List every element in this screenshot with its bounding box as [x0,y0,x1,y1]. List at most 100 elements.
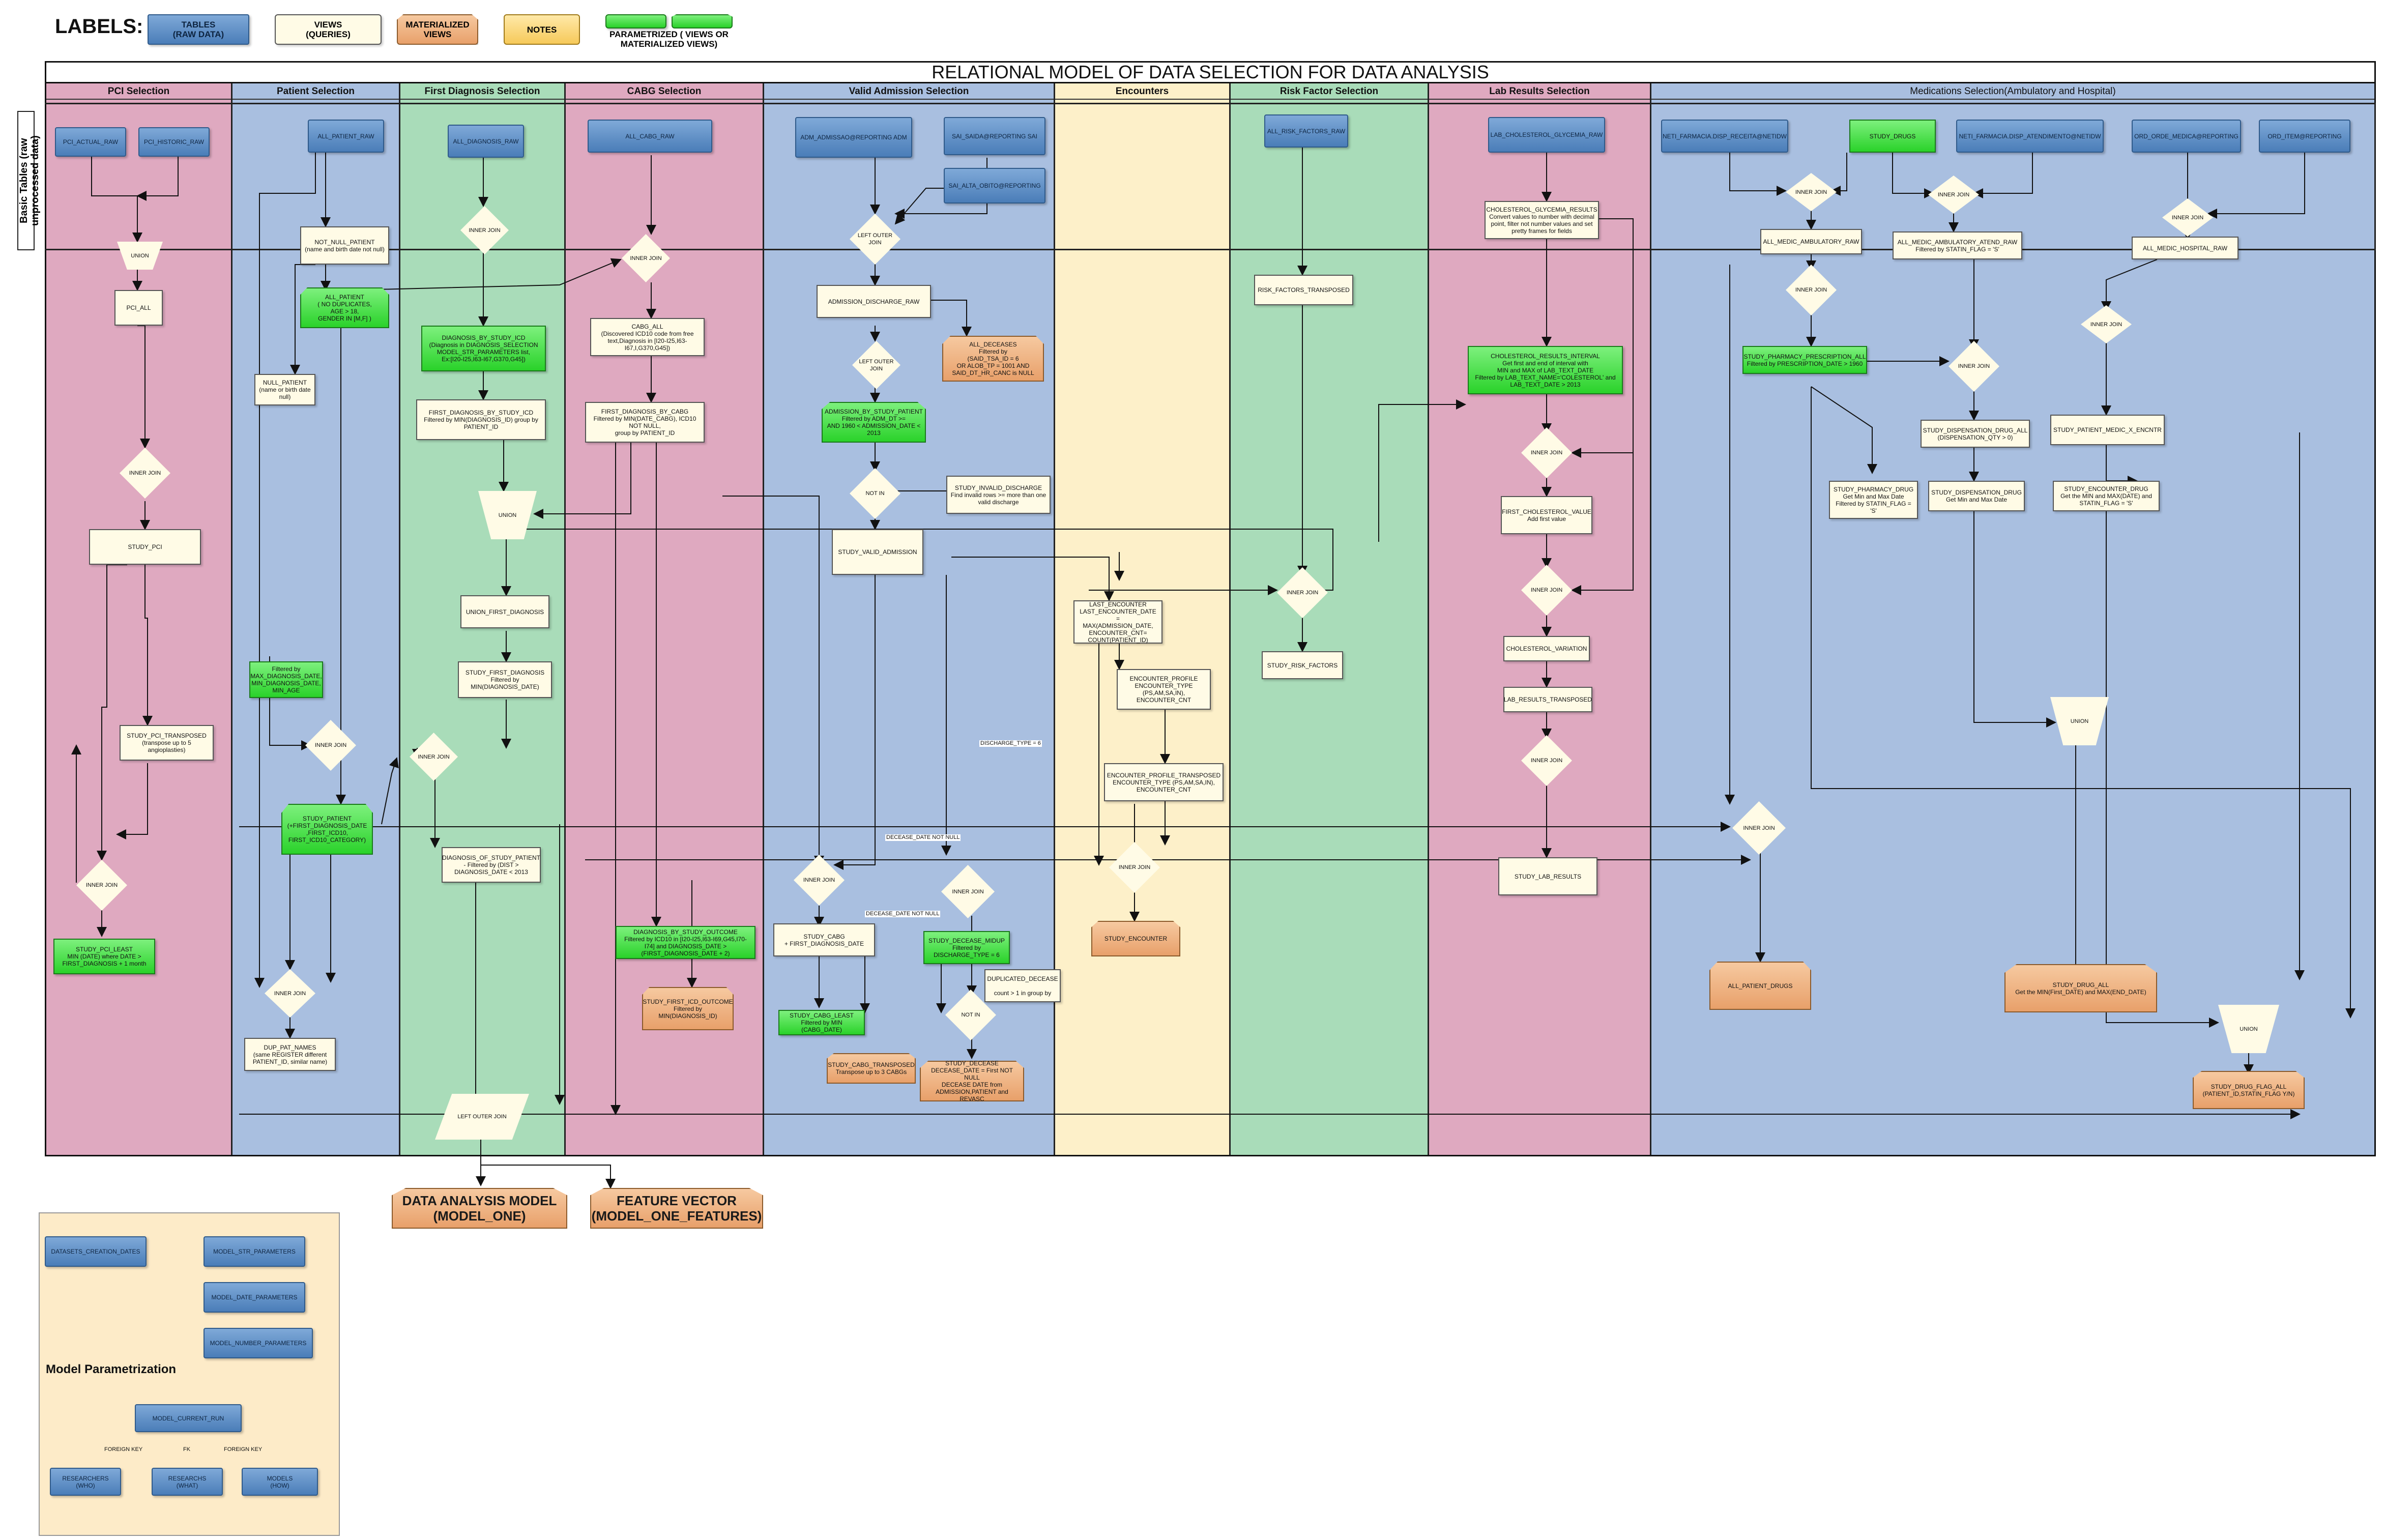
lane-admission-title: Valid Admission Selection [764,83,1054,100]
legend-views: VIEWS (QUERIES) [275,14,382,45]
basic-tables-band [45,103,2376,250]
encounter-profile-view[interactable]: ENCOUNTER_PROFILE ENCOUNTER_TYPE (PS,AM,… [1117,669,1211,710]
legend-parametrized-label: PARAMETRIZED ( VIEWS OR MATERIALIZED VIE… [609,30,729,49]
diagram-title: RELATIONAL MODEL OF DATA SELECTION FOR D… [45,61,2376,83]
all-medic-hospital-raw-view[interactable]: ALL_MEDIC_HOSPITAL_RAW [2132,237,2238,259]
all-medic-ambulatory-atend-raw-view[interactable]: ALL_MEDIC_AMBULATORY_ATEND_RAW Filtered … [1893,231,2022,259]
adm-admissao-table[interactable]: ADM_ADMISSAO@REPORTING ADM [795,117,912,158]
lane-encounters-title: Encounters [1055,83,1229,100]
cabg-all-view[interactable]: CABG_ALL (Discovered ICD10 code from fre… [590,318,705,356]
study-first-diagnosis-view[interactable]: STUDY_FIRST_DIAGNOSIS Filtered by MIN(DI… [458,661,552,698]
null-patient-view[interactable]: NULL_PATIENT (name or birth date null) [254,374,315,405]
study-cabg-least-view[interactable]: STUDY_CABG_LEAST Filtered by MIN (CABG_D… [778,1010,865,1035]
sai-alta-obito-table[interactable]: SAI_ALTA_OBITO@REPORTING [944,168,1045,204]
legend-parametrized-matview-swatch [672,14,733,28]
study-lab-results-view[interactable]: STUDY_LAB_RESULTS [1498,857,1597,895]
all-medic-ambulatory-raw-view[interactable]: ALL_MEDIC_AMBULATORY_RAW [1760,229,1862,254]
cholesterol-results-interval-view[interactable]: CHOLESTEROL_RESULTS_INTERVAL Get first a… [1468,346,1623,394]
all-diagnosis-raw-table[interactable]: ALL_DIAGNOSIS_RAW [448,125,524,158]
encounter-profile-transposed-view[interactable]: ENCOUNTER_PROFILE_TRANSPOSED ENCOUNTER_T… [1104,763,1224,801]
study-pci-view[interactable]: STUDY_PCI [89,529,201,565]
foreign-key-label-1: FOREIGN KEY [104,1446,143,1452]
data-analysis-model-output[interactable]: DATA ANALYSIS MODEL (MODEL_ONE) [392,1188,567,1229]
duplicated-decease-view[interactable]: DUPLICATED_DECEASE count > 1 in group by [984,969,1061,1002]
first-cholesterol-value-view[interactable]: FIRST_CHOLESTEROL_VALUE Add first value [1501,496,1592,534]
admission-discharge-raw-view[interactable]: ADMISSION_DISCHARGE_RAW [817,285,931,318]
models-table[interactable]: MODELS (HOW) [242,1468,318,1496]
pci-historic-raw-table[interactable]: PCI_HISTORIC_RAW [138,127,210,157]
all-cabg-raw-table[interactable]: ALL_CABG_RAW [588,120,712,153]
lane-pci-title: PCI Selection [46,83,231,100]
study-patient-matview[interactable]: STUDY_PATIENT (+FIRST_DIAGNOSIS_DATE ,FI… [281,804,373,855]
main-frame [45,61,2376,1156]
model-date-parameters-table[interactable]: MODEL_DATE_PARAMETERS [203,1282,305,1313]
all-deceases-matview[interactable]: ALL_DECEASES Filtered by (SAID_TSA_ID = … [942,336,1044,382]
study-drug-all-matview[interactable]: STUDY_DRUG_ALL Get the MIN(First_DATE) a… [2004,964,2157,1012]
study-decease-midup-view[interactable]: STUDY_DECEASE_MIDUP Filtered by DISCHARG… [923,931,1010,964]
researchers-table[interactable]: RESEARCHERS (WHO) [50,1468,121,1496]
model-current-run-table[interactable]: MODEL_CURRENT_RUN [135,1404,242,1432]
lane-diagnosis-title: First Diagnosis Selection [400,83,564,100]
all-patient-raw-table[interactable]: ALL_PATIENT_RAW [308,120,384,153]
study-drugs-table[interactable]: STUDY_DRUGS [1849,120,1936,153]
left-outer-join-final-op[interactable]: LEFT OUTER JOIN [435,1094,529,1140]
study-pharmacy-prescription-all-view[interactable]: STUDY_PHARMACY_PRESCRIPTION_ALL Filtered… [1742,346,1867,374]
study-pharmacy-drug-view[interactable]: STUDY_PHARMACY_DRUG Get Min and Max Date… [1829,481,1918,519]
pci-actual-raw-table[interactable]: PCI_ACTUAL_RAW [55,127,126,157]
diagnosis-by-study-outcome-view[interactable]: DIAGNOSIS_BY_STUDY_OUTCOME Filtered by I… [616,926,755,959]
study-dispensation-drug-all-view[interactable]: STUDY_DISPENSATION_DRUG_ALL (DISPENSATIO… [1921,420,2030,448]
model-str-parameters-table[interactable]: MODEL_STR_PARAMETERS [203,1236,305,1267]
feature-vector-output[interactable]: FEATURE VECTOR (MODEL_ONE_FEATURES) [590,1188,763,1229]
lane-lab-title: Lab Results Selection [1429,83,1650,100]
legend-notes: NOTES [504,14,580,45]
model-number-parameters-table[interactable]: MODEL_NUMBER_PARAMETERS [203,1328,313,1358]
legend-tables: TABLES (RAW DATA) [148,14,249,45]
first-diagnosis-by-study-icd-view[interactable]: FIRST_DIAGNOSIS_BY_STUDY_ICD Filtered by… [416,399,546,440]
diagnosis-by-study-icd-view[interactable]: DIAGNOSIS_BY_STUDY_ICD (Diagnosis in DIA… [421,326,546,371]
researchs-table[interactable]: RESEARCHS (WHAT) [152,1468,223,1496]
ord-orde-medica-table[interactable]: ORD_ORDE_MEDICA@REPORTING [2132,120,2241,153]
last-encounter-view[interactable]: LAST_ENCOUNTER LAST_ENCOUNTER_DATE = MAX… [1073,600,1162,644]
study-pci-transposed-view[interactable]: STUDY_PCI_TRANSPOSED (transpose up to 5 … [120,725,214,761]
basic-tables-label: Basic Tables (raw unprocessed data) [17,111,41,250]
study-pci-least-view[interactable]: STUDY_PCI_LEAST MIN (DATE) where DATE > … [53,939,155,974]
study-risk-factors-view[interactable]: STUDY_RISK_FACTORS [1262,651,1343,679]
all-patient-matview[interactable]: ALL_PATIENT ( NO DUPLICATES, AGE > 18, G… [300,287,389,328]
cholesterol-glycemia-results-view[interactable]: CHOLESTEROL_GLYCEMIA_RESULTS Convert val… [1485,201,1599,239]
study-first-icd-outcome-matview[interactable]: STUDY_FIRST_ICD_OUTCOME Filtered by MIN(… [642,987,734,1030]
study-decease-matview[interactable]: STUDY_DECEASE DECEASE_DATE = First NOT N… [920,1061,1024,1101]
study-encounter-matview[interactable]: STUDY_ENCOUNTER [1091,921,1180,956]
all-patient-drugs-matview[interactable]: ALL_PATIENT_DRUGS [1709,962,1811,1010]
study-patient-medic-x-encntr-view[interactable]: STUDY_PATIENT_MEDIC_X_ENCNTR [2050,415,2165,445]
neti-farmacia-disp-atendimento-table[interactable]: NETI_FARMACIA.DISP_ATENDIMENTO@NETIDW [1956,120,2104,153]
datasets-creation-dates-table[interactable]: DATASETS_CREATION_DATES [45,1236,147,1267]
study-cabg-transposed-matview[interactable]: STUDY_CABG_TRANSPOSED Transpose up to 3 … [827,1053,916,1084]
model-parametrization-title: Model Parametrization [46,1362,177,1376]
study-drug-flag-all-matview[interactable]: STUDY_DRUG_FLAG_ALL (PATIENT_ID,STATIN_F… [2193,1071,2305,1109]
lane-risk: Risk Factor Selection [1229,83,1428,1156]
lab-cholesterol-glycemia-raw-table[interactable]: LAB_CHOLESTEROL_GLYCEMIA_RAW [1488,117,1605,153]
study-encounter-drug-view[interactable]: STUDY_ENCOUNTER_DRUG Get the MIN and MAX… [2053,481,2160,511]
neti-farmacia-disp-receita-table[interactable]: NETI_FARMACIA.DISP_RECEITA@NETIDW [1661,120,1788,153]
sai-saida-table[interactable]: SAI_SAIDA@REPORTING SAI [944,117,1045,155]
lane-risk-title: Risk Factor Selection [1231,83,1428,100]
first-diagnosis-by-cabg-view[interactable]: FIRST_DIAGNOSIS_BY_CABG Filtered by MIN(… [585,402,705,443]
cholesterol-variation-view[interactable]: CHOLESTEROL_VARIATION [1503,636,1590,661]
ord-item-table[interactable]: ORD_ITEM@REPORTING [2259,120,2350,153]
all-risk-factors-raw-table[interactable]: ALL_RISK_FACTORS_RAW [1264,114,1348,148]
not-null-patient-view[interactable]: NOT_NULL_PATIENT (name and birth date no… [300,226,389,265]
study-valid-admission-view[interactable]: STUDY_VALID_ADMISSION [832,529,923,575]
lab-results-transposed-view[interactable]: LAB_RESULTS_TRANSPOSED [1503,687,1592,712]
admission-by-study-patient-matview[interactable]: ADMISSION_BY_STUDY_PATIENT Filtered by A… [822,402,926,443]
risk-factors-transposed-view[interactable]: RISK_FACTORS_TRANSPOSED [1254,275,1353,305]
union-first-diagnosis-view[interactable]: UNION_FIRST_DIAGNOSIS [460,595,549,628]
pci-all-view[interactable]: PCI_ALL [114,290,163,326]
study-dispensation-drug-view[interactable]: STUDY_DISPENSATION_DRUG Get Min and Max … [1928,481,2025,511]
study-invalid-discharge-view[interactable]: STUDY_INVALID_DISCHARGE Find invalid row… [946,476,1051,514]
dup-pat-names-view[interactable]: DUP_PAT_NAMES (same REGISTER different P… [244,1038,336,1071]
diagnosis-of-study-patient-view[interactable]: DIAGNOSIS_OF_STUDY_PATIENT - Filtered by… [442,847,541,883]
lane-medications-title: Medications Selection(Ambulatory and Hos… [1651,83,2374,100]
legend-parametrized-view-swatch [605,14,666,28]
study-cabg-view[interactable]: STUDY_CABG + FIRST_DIAGNOSIS_DATE [773,923,875,956]
